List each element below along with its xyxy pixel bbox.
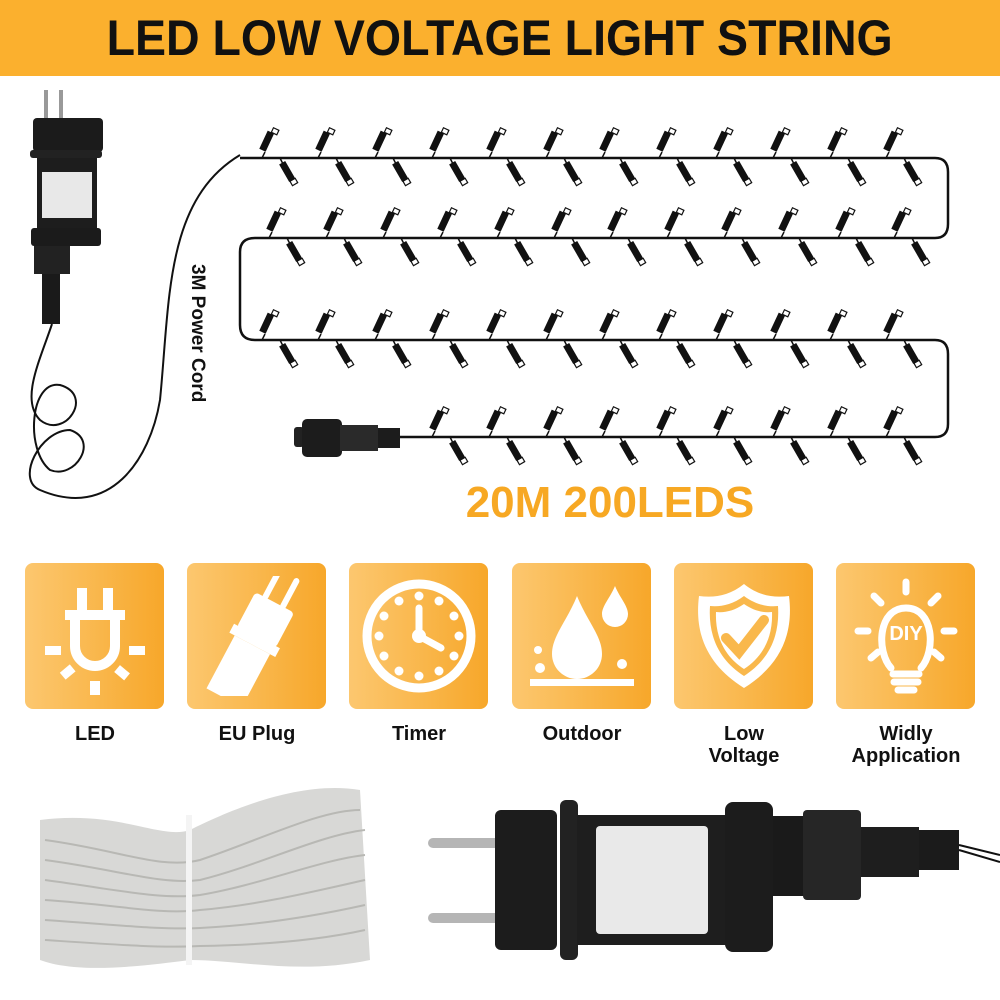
led-bulb-icon [44,588,145,695]
feature-tile [25,563,164,709]
eu-plug-adapter-image [428,800,1000,960]
spec-label: 20M 200LEDS [465,478,755,527]
water-drop-icon [529,586,634,686]
feature-row: LED EU Plug [0,563,1000,773]
feature-label: Timer [391,723,447,745]
feature-label: EU Plug [218,723,296,745]
coiled-led-string-image [40,788,370,968]
header-banner: LED LOW VOLTAGE LIGHT STRING [0,0,1000,76]
eu-plug-icon [205,576,299,696]
feature-tile [349,563,488,709]
feature-label: Outdoor [542,723,622,745]
feature-tile [512,563,651,709]
page-title: LED LOW VOLTAGE LIGHT STRING [106,10,894,66]
feature-outdoor: Outdoor [512,563,652,745]
feature-led: LED [25,563,165,745]
svg-text:DIY: DIY [889,623,923,645]
feature-tile [187,563,326,709]
product-photos [40,788,1000,968]
power-cord-label: 3M Power Cord [187,264,208,403]
light-string-diagram [28,90,950,499]
feature-label: LED [75,723,115,745]
diy-bulb-icon: DIY [854,578,957,694]
shield-check-icon [697,584,790,688]
feature-tile: DIY [836,563,975,709]
feature-timer: Timer [349,563,489,745]
feature-tile [674,563,813,709]
clock-icon [362,579,475,693]
end-connector-icon [294,419,400,457]
power-adapter-icon [30,90,103,324]
feature-eu-plug: EU Plug [187,563,327,745]
